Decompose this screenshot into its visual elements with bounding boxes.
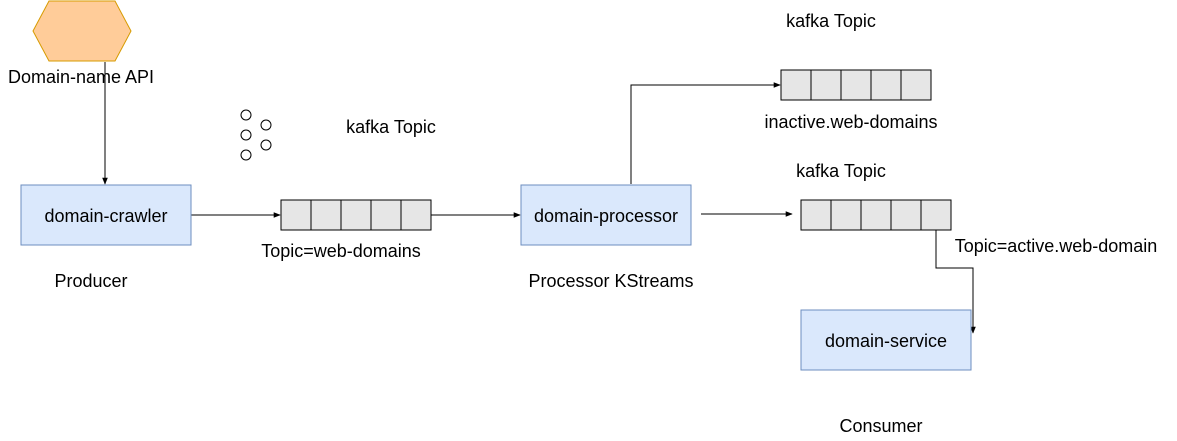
queue-cell [840,69,872,101]
dot [260,119,272,131]
queue-cell [280,199,312,231]
queue-cell [400,199,432,231]
queue-cell [340,199,372,231]
producer-role-label: Producer [54,271,127,291]
queue-cell [310,199,342,231]
service-node[interactable]: domain-service [800,309,972,371]
queue-cell [870,69,902,101]
processor-role-label: Processor KStreams [528,271,693,291]
inactive-queue[interactable] [780,69,932,101]
dot [240,109,252,121]
dot [240,129,252,141]
queue-cell [830,199,862,231]
inactive-label: inactive.web-domains [764,112,937,132]
crawler-box [20,184,192,246]
web-domains-header: kafka Topic [346,117,436,137]
processor-node[interactable]: domain-processor [520,184,692,246]
queue-cell [810,69,842,101]
queue-cell [890,199,922,231]
queue-cell [800,199,832,231]
dot [240,149,252,161]
processor-box [520,184,692,246]
service-box [800,309,972,371]
consumer-role-label: Consumer [839,416,922,436]
message-dots [240,109,272,161]
crawler-node[interactable]: domain-crawler [20,184,192,246]
active-queue[interactable] [800,199,952,231]
queue-cell [860,199,892,231]
web-domains-queue[interactable] [280,199,432,231]
active-label: Topic=active.web-domain [955,236,1158,256]
edges [102,62,976,334]
edge-active-to-service [935,230,976,334]
queue-cell [920,199,952,231]
inactive-header: kafka Topic [786,11,876,31]
dot [260,139,272,151]
web-domains-label: Topic=web-domains [261,241,421,261]
active-header: kafka Topic [796,161,886,181]
edge-processor-to-inactive [630,82,781,184]
processor-label: domain-processor [534,206,678,226]
api-label: Domain-name API [8,67,154,87]
api-hexagon [32,0,132,62]
service-label: domain-service [825,331,947,351]
crawler-label: domain-crawler [44,206,167,226]
api-node[interactable]: Domain-name API [8,0,154,87]
queue-cell [780,69,812,101]
queue-cell [900,69,932,101]
queue-cell [370,199,402,231]
